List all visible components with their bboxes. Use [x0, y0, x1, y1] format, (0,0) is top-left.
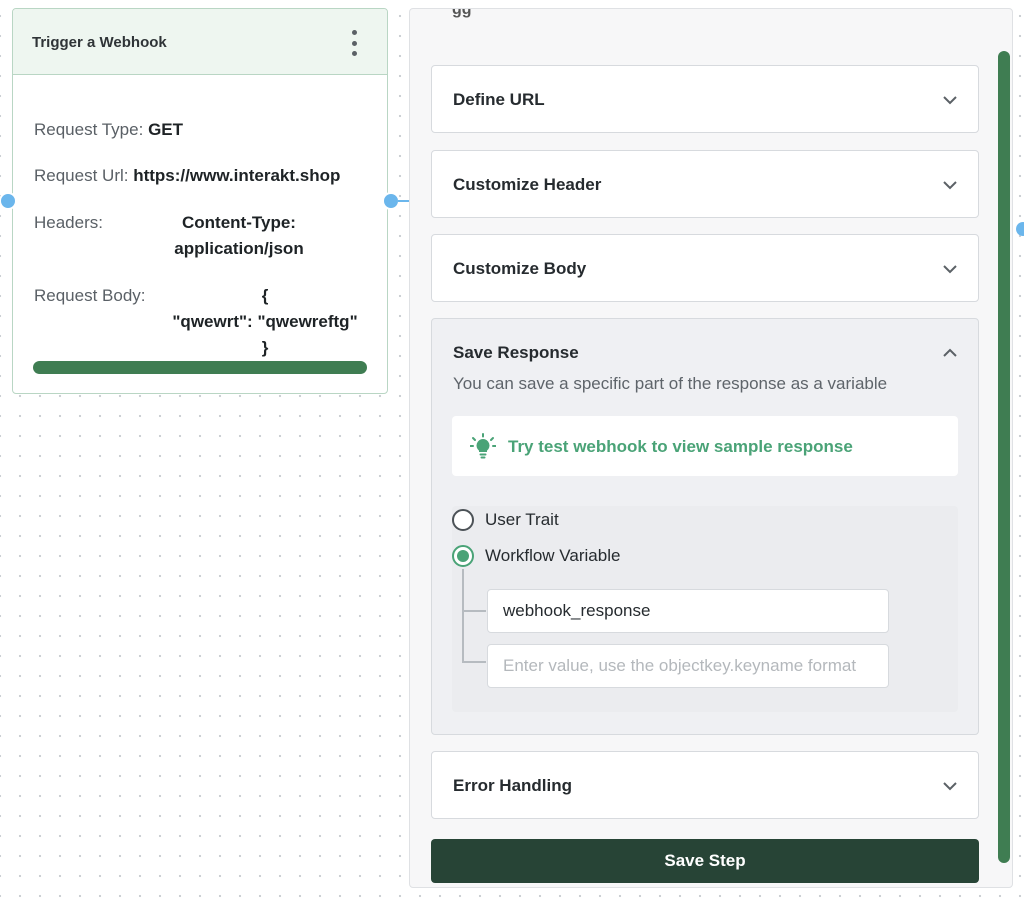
request-url-label: Request Url: — [34, 166, 129, 185]
response-key-input[interactable] — [487, 644, 889, 688]
section-error-handling-title: Error Handling — [453, 776, 573, 795]
step-config-panel: gg Define URL Customize Header Customize… — [409, 8, 1013, 888]
test-webhook-tip: Try test webhook to view sample response — [452, 416, 958, 476]
chevron-up-icon[interactable] — [942, 348, 958, 358]
request-body-line1: { — [261, 286, 269, 305]
connection-edge — [398, 200, 410, 202]
section-error-handling[interactable]: Error Handling — [431, 751, 979, 819]
lightbulb-icon — [470, 433, 496, 459]
section-define-url[interactable]: Define URL — [431, 65, 979, 133]
request-type-label: Request Type: — [34, 120, 144, 139]
section-customize-header-title: Customize Header — [453, 175, 602, 194]
headers-value-line1: Content-Type: — [182, 213, 296, 232]
node-title: Trigger a Webhook — [32, 34, 167, 51]
save-destination-options: User Trait Workflow Variable — [452, 506, 958, 712]
section-customize-body[interactable]: Customize Body — [431, 234, 979, 302]
chevron-down-icon — [943, 782, 957, 791]
chevron-down-icon — [943, 181, 957, 190]
request-type-value: GET — [148, 120, 184, 139]
section-customize-header[interactable]: Customize Header — [431, 150, 979, 218]
section-customize-body-title: Customize Body — [453, 259, 587, 278]
radio-button-selected[interactable] — [452, 545, 474, 567]
tip-text: Try test webhook to view sample response — [508, 437, 853, 456]
tree-connector — [462, 569, 464, 661]
tree-connector-branch — [462, 610, 486, 612]
section-save-response-title[interactable]: Save Response — [453, 343, 579, 362]
request-body-line2: "qwewrt": "qwewreftg" — [172, 312, 358, 331]
radio-button-unselected[interactable] — [452, 509, 474, 531]
variable-name-input[interactable] — [487, 589, 889, 633]
section-define-url-title: Define URL — [453, 90, 545, 109]
request-body-label: Request Body: — [34, 286, 146, 305]
more-options-icon[interactable] — [349, 30, 359, 56]
node-progress-bar — [33, 361, 367, 374]
section-save-response: Save Response You can save a specific pa… — [431, 318, 979, 735]
save-step-button[interactable]: Save Step — [431, 839, 979, 883]
radio-user-trait-label: User Trait — [485, 510, 559, 529]
request-type-row: Request Type: GET — [34, 120, 183, 140]
offscreen-node-port[interactable] — [1016, 222, 1024, 236]
request-url-row: Request Url: https://www.interakt.shop — [34, 166, 340, 186]
headers-value-line2: application/json — [174, 239, 304, 258]
save-response-subtitle: You can save a specific part of the resp… — [453, 374, 888, 393]
headers-label: Headers: — [34, 213, 103, 232]
radio-workflow-variable-label: Workflow Variable — [485, 546, 621, 565]
chevron-down-icon — [943, 265, 957, 274]
panel-scrollbar[interactable] — [998, 51, 1010, 863]
input-port[interactable] — [0, 192, 17, 210]
chevron-down-icon — [943, 96, 957, 105]
tree-connector-branch — [462, 661, 486, 663]
panel-clipped-heading: gg — [452, 8, 472, 18]
webhook-node-card[interactable]: Trigger a Webhook Request Type: GET Requ… — [12, 8, 388, 394]
request-body-line3: } — [261, 338, 269, 357]
node-header: Trigger a Webhook — [13, 9, 387, 75]
request-url-value: https://www.interakt.shop — [133, 166, 341, 185]
